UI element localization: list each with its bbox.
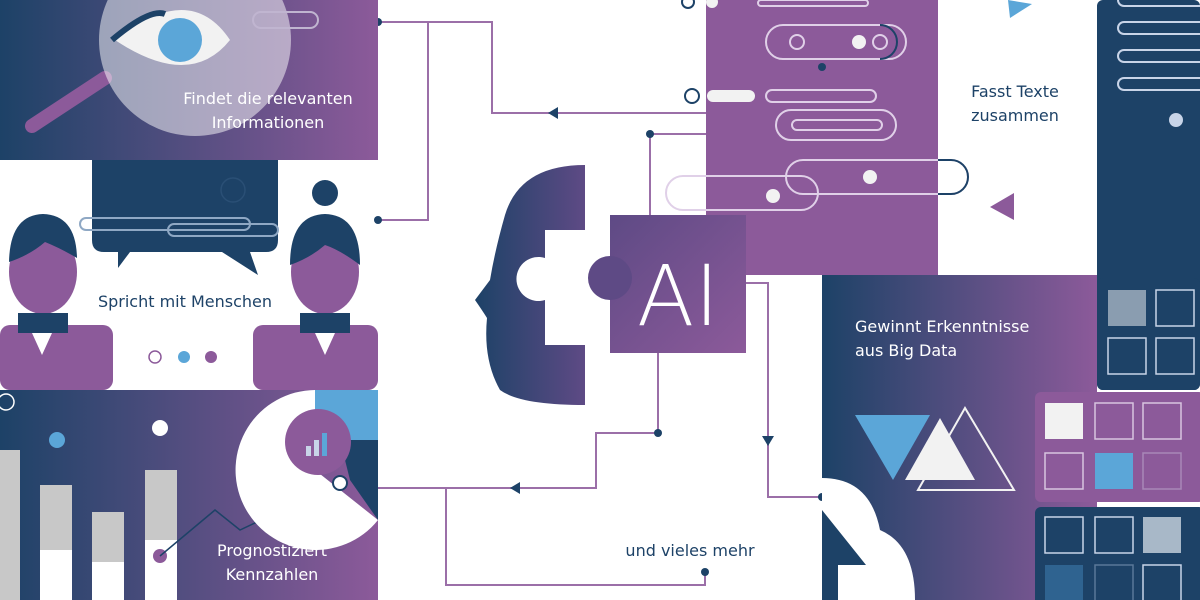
triangle-icon bbox=[855, 415, 930, 480]
find-label-line2: Informationen bbox=[212, 113, 325, 132]
ai-badge-label: AI bbox=[637, 247, 719, 345]
talk-section: Spricht mit Menschen bbox=[0, 160, 378, 390]
head-puzzle-icon: AI bbox=[475, 165, 746, 405]
dot-icon bbox=[178, 351, 190, 363]
speech-bubble-icon bbox=[79, 160, 279, 275]
more-label: und vieles mehr bbox=[625, 541, 755, 560]
find-information-panel: Findet die relevanten Informationen bbox=[0, 0, 378, 160]
bigdata-label-line1: Gewinnt Erkenntnisse bbox=[855, 317, 1029, 336]
triangle-icon bbox=[990, 193, 1014, 220]
find-label-line1: Findet die relevanten bbox=[183, 89, 353, 108]
forecast-label-line2: Kennzahlen bbox=[226, 565, 319, 584]
forecast-panel: Prognostiziert Kennzahlen bbox=[0, 390, 378, 600]
ai-badge bbox=[610, 215, 746, 353]
person-icon bbox=[0, 214, 113, 390]
triangle-icon bbox=[905, 418, 975, 480]
talk-label: Spricht mit Menschen bbox=[98, 292, 272, 311]
cloud-icon bbox=[822, 478, 915, 600]
magnifier-eye-icon bbox=[25, 0, 319, 136]
summarize-label-line2: zusammen bbox=[971, 106, 1059, 125]
summarize-panel: Fasst Texte zusammen bbox=[665, 0, 1059, 275]
forecast-label-line1: Prognostiziert bbox=[217, 541, 327, 560]
pie-chart-icon bbox=[235, 390, 378, 550]
bar-chart-icon bbox=[0, 393, 341, 600]
person-icon bbox=[253, 180, 378, 390]
bigdata-label-line2: aus Big Data bbox=[855, 341, 957, 360]
data-grid bbox=[1035, 278, 1200, 600]
triangle-icon bbox=[1008, 0, 1032, 18]
dot-icon bbox=[205, 351, 217, 363]
dot-icon bbox=[148, 350, 162, 364]
summarize-label-line1: Fasst Texte bbox=[971, 82, 1059, 101]
